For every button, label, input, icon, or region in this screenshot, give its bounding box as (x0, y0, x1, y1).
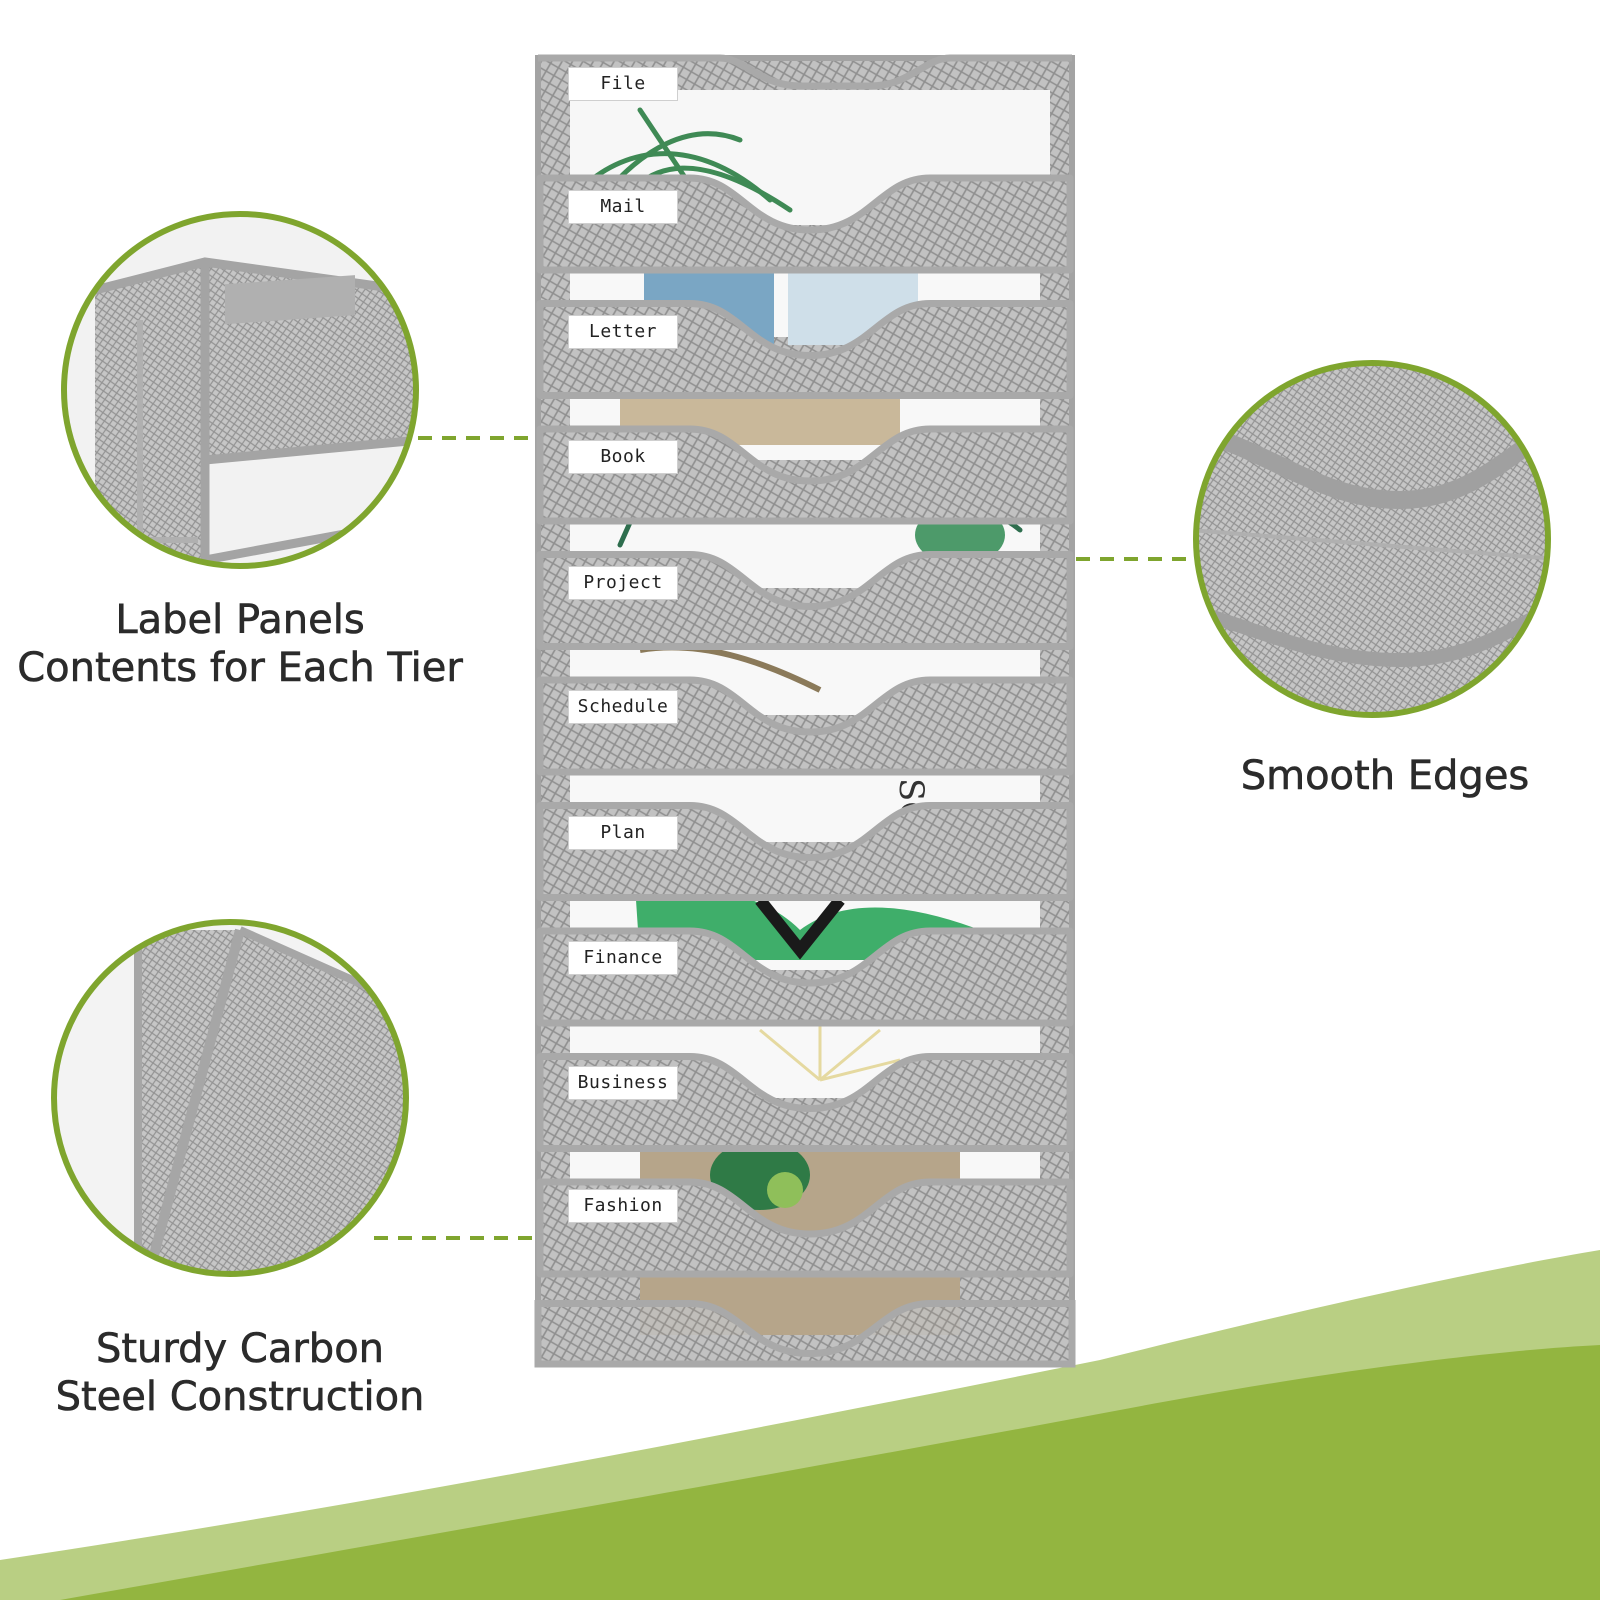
caption-line: Steel Construction (55, 1374, 425, 1421)
tier-label-plan: Plan (568, 816, 678, 850)
feature-caption-smooth-edges: Smooth Edges (1180, 752, 1590, 800)
caption-line: Sturdy Carbon (95, 1326, 385, 1373)
tier-label-book: Book (568, 440, 678, 474)
detail-circle-steel-construction (51, 919, 409, 1277)
detail-circle-label-panels (61, 211, 419, 569)
tier-label-letter: Letter (568, 315, 678, 349)
feature-caption-steel-construction: Sturdy Carbon Steel Construction (10, 1325, 470, 1421)
tier-label-finance: Finance (568, 941, 678, 975)
tier-pocket (534, 1300, 1076, 1368)
tier-label-project: Project (568, 566, 678, 600)
feature-caption-label-panels: Label Panels Contents for Each Tier (0, 596, 480, 692)
tier-label-schedule: Schedule (568, 690, 678, 724)
caption-line: Smooth Edges (1240, 753, 1530, 800)
tier-label-business: Business (568, 1066, 678, 1100)
caption-line: Label Panels (115, 597, 365, 644)
tier-label-fashion: Fashion (568, 1189, 678, 1223)
background-wave (0, 1250, 1600, 1600)
detail-circle-smooth-edges (1193, 360, 1551, 718)
tier-label-file: File (568, 67, 678, 101)
caption-line: Contents for Each Tier (17, 645, 463, 692)
tier-label-mail: Mail (568, 190, 678, 224)
